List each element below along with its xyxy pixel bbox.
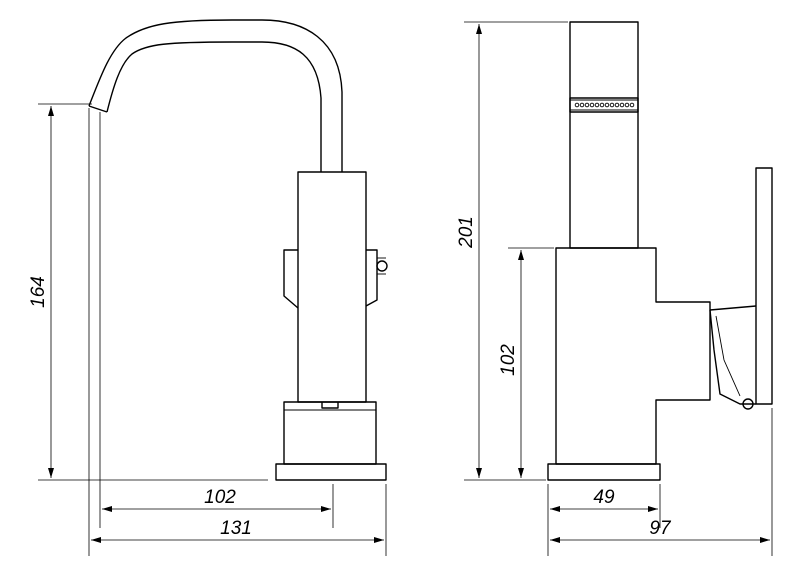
front-aerator: [321, 402, 339, 409]
aerator-hole: [594, 102, 600, 108]
front-lever-right: [365, 249, 378, 307]
dim-label-102-side: 102: [498, 344, 519, 376]
side-view: 201 102 49 97: [456, 21, 773, 556]
dim-label-49: 49: [593, 487, 615, 508]
front-lever-knob: [376, 260, 388, 272]
aerator-hole: [624, 102, 630, 108]
dim-label-97: 97: [649, 518, 672, 539]
front-spout: [88, 19, 343, 172]
aerator-hole: [604, 102, 610, 108]
aerator-hole: [629, 102, 635, 108]
aerator-hole: [599, 102, 605, 108]
dim-label-131: 131: [220, 518, 252, 539]
front-view: 164 102 131: [28, 19, 388, 556]
side-handle-arm: [709, 305, 757, 311]
front-base-plate: [275, 463, 387, 481]
side-aerator-holes: [574, 102, 635, 108]
side-body: [555, 247, 711, 465]
side-handle-knob: [742, 398, 754, 410]
front-lever-left: [283, 249, 299, 309]
front-spout-tip: [88, 105, 108, 113]
front-collar: [283, 401, 377, 465]
aerator-hole: [584, 102, 590, 108]
side-aerator-band: [569, 97, 639, 113]
dim-label-102-front: 102: [204, 487, 236, 508]
front-spout-inner: [106, 41, 322, 172]
side-base-plate: [547, 463, 661, 481]
aerator-hole: [619, 102, 625, 108]
aerator-hole: [579, 102, 585, 108]
aerator-hole: [574, 102, 580, 108]
side-handle-cartridge: [709, 309, 756, 405]
side-spout-column: [569, 21, 639, 249]
dim-label-164: 164: [28, 276, 49, 308]
aerator-hole: [609, 102, 615, 108]
front-body: [297, 171, 367, 403]
side-handle-plate: [755, 167, 773, 405]
aerator-hole: [589, 102, 595, 108]
dim-label-201: 201: [456, 216, 477, 249]
aerator-hole: [614, 102, 620, 108]
